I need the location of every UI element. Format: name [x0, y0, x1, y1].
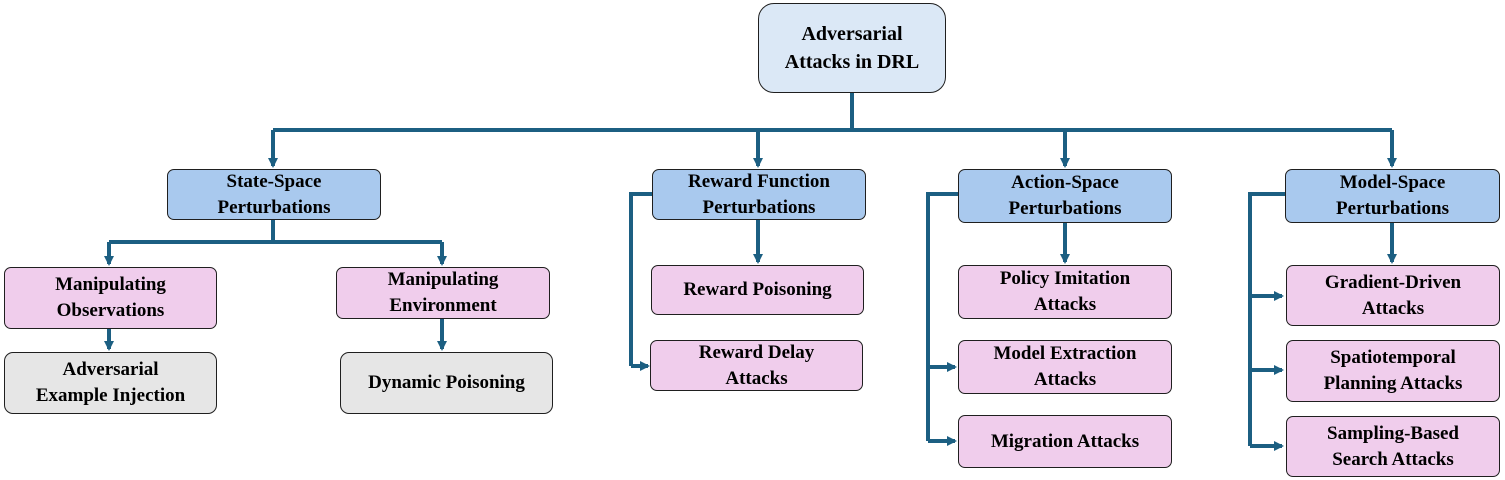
- root-label: Adversarial Attacks in DRL: [784, 23, 920, 73]
- node-gradient-driven-attacks: Gradient-Driven Attacks: [1286, 265, 1500, 326]
- subcategory-manipulating-observations: Manipulating Observations: [4, 267, 217, 329]
- node-reward-delay-attacks: Reward Delay Attacks: [650, 340, 863, 391]
- node-migration-attacks: Migration Attacks: [958, 415, 1172, 468]
- category-reward-function: Reward Function Perturbations: [652, 169, 866, 220]
- model-side-line: [1248, 192, 1285, 446]
- category-action-space: Action-Space Perturbations: [958, 169, 1172, 223]
- leaf-adversarial-example-injection: Adversarial Example Injection: [4, 352, 217, 414]
- category-label: Reward Function Perturbations: [688, 170, 830, 218]
- node-label: Model Extraction Attacks: [993, 343, 1137, 390]
- leaf-label: Dynamic Poisoning: [368, 372, 525, 393]
- subcategory-label: Manipulating Environment: [387, 269, 499, 316]
- subcategory-label: Manipulating Observations: [55, 274, 166, 321]
- node-label: Migration Attacks: [990, 430, 1140, 452]
- node-model-extraction-attacks: Model Extraction Attacks: [958, 340, 1172, 394]
- node-policy-imitation-attacks: Policy Imitation Attacks: [958, 265, 1172, 319]
- node-spatiotemporal-planning-attacks: Spatiotemporal Planning Attacks: [1286, 340, 1500, 402]
- node-label: Gradient-Driven Attacks: [1324, 271, 1462, 319]
- category-label: Model-Space Perturbations: [1336, 172, 1449, 219]
- node-label: Spatiotemporal Planning Attacks: [1323, 347, 1463, 394]
- node-label: Reward Poisoning: [683, 279, 832, 300]
- category-state-space: State-Space Perturbations: [167, 169, 381, 220]
- subcategory-manipulating-environment: Manipulating Environment: [336, 267, 550, 319]
- reward-side-line: [629, 192, 652, 366]
- leaf-dynamic-poisoning: Dynamic Poisoning: [340, 352, 553, 414]
- leaf-label: Adversarial Example Injection: [35, 359, 186, 406]
- category-label: State-Space Perturbations: [217, 170, 331, 218]
- node-reward-poisoning: Reward Poisoning: [651, 265, 864, 315]
- category-model-space: Model-Space Perturbations: [1285, 169, 1500, 223]
- node-label: Reward Delay Attacks: [698, 341, 815, 389]
- category-label: Action-Space Perturbations: [1008, 172, 1122, 219]
- node-label: Policy Imitation Attacks: [999, 268, 1131, 315]
- node-sampling-based-search-attacks: Sampling-Based Search Attacks: [1286, 416, 1500, 477]
- root-node: Adversarial Attacks in DRL: [758, 3, 946, 93]
- node-label: Sampling-Based Search Attacks: [1327, 422, 1459, 470]
- action-side-line: [926, 192, 958, 441]
